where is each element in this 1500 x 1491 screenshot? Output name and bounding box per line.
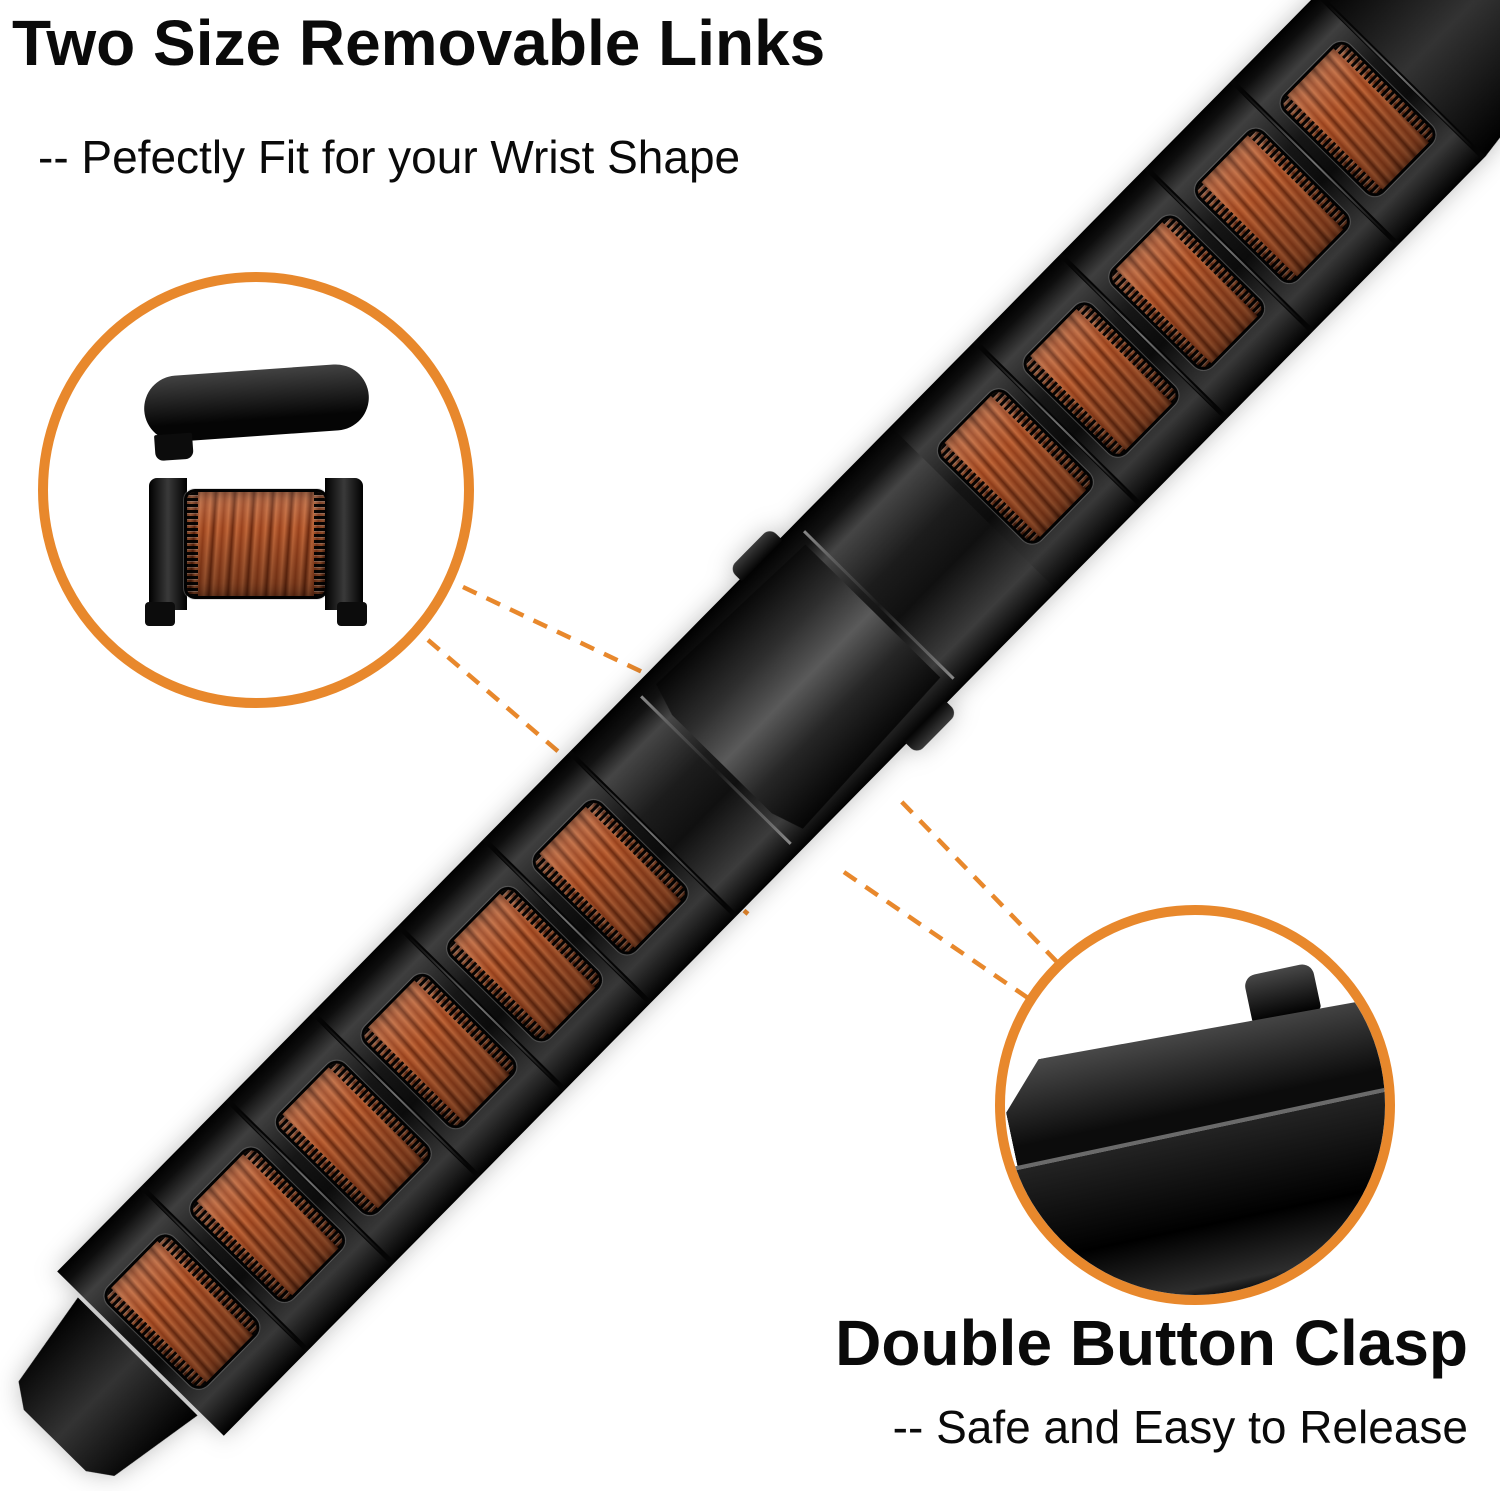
end-link-piece [141, 362, 371, 444]
bottom-title: Double Button Clasp [835, 1307, 1468, 1379]
wood-inlay [187, 492, 325, 596]
dashed-line [836, 866, 1030, 1000]
clasp-closeup [1005, 919, 1385, 1295]
top-title: Two Size Removable Links [12, 7, 826, 79]
link-bracket-right [325, 478, 367, 626]
removable-link-callout [38, 272, 474, 708]
top-subtitle: -- Pefectly Fit for your Wrist Shape [38, 131, 741, 183]
bottom-subtitle: -- Safe and Easy to Release [892, 1401, 1468, 1453]
removable-link-piece [145, 478, 367, 626]
clasp-callout [995, 905, 1395, 1305]
dashed-line [896, 796, 1059, 964]
link-bracket-left [145, 478, 187, 626]
